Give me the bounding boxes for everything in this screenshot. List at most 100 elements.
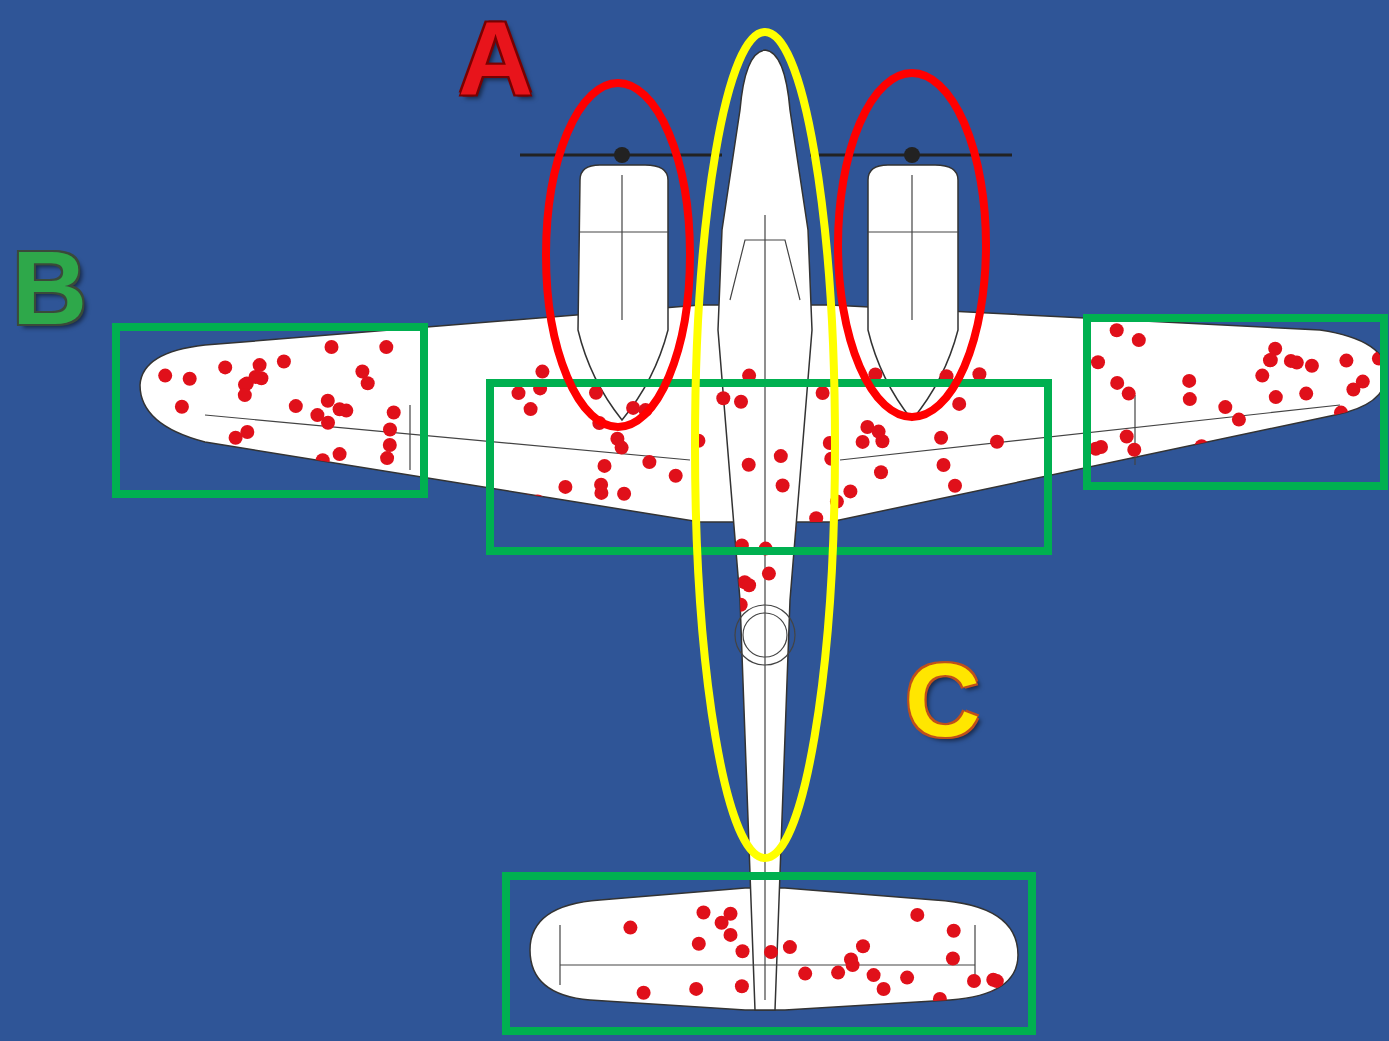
bullet-hole [872, 425, 886, 439]
bullet-hole [1340, 441, 1354, 455]
bullet-hole [512, 386, 526, 400]
bullet-hole [1334, 406, 1348, 420]
plane-body [140, 50, 1387, 1010]
bullet-hole [809, 511, 823, 525]
bullet-hole [874, 465, 888, 479]
bullet-hole [589, 386, 603, 400]
bullet-hole [531, 494, 545, 508]
bullet-hole [548, 519, 562, 533]
bullet-hole [379, 340, 393, 354]
bullet-hole [764, 945, 778, 959]
bullet-hole [986, 973, 1000, 987]
bullet-hole [240, 425, 254, 439]
bullet-hole [897, 529, 911, 543]
bullet-hole [339, 404, 353, 418]
bullet-hole [623, 921, 637, 935]
bullet-hole [1269, 390, 1283, 404]
bullet-hole [1263, 353, 1277, 367]
bullet-hole [637, 986, 651, 1000]
bullet-hole [1305, 359, 1319, 373]
bullet-hole [383, 438, 397, 452]
bullet-hole [904, 519, 918, 533]
bullet-hole [716, 391, 730, 405]
bullet-hole [692, 937, 706, 951]
region-letter: A [458, 6, 533, 110]
bullet-hole [1110, 323, 1124, 337]
bullet-hole [855, 516, 869, 530]
bullet-hole [380, 451, 394, 465]
bullet-hole [877, 982, 891, 996]
bullet-hole [1120, 430, 1134, 444]
propeller-hubs [614, 147, 920, 163]
bullet-hole [175, 400, 189, 414]
bullet-hole [1005, 905, 1019, 919]
bullet-hole [143, 453, 157, 467]
bullet-hole [774, 449, 788, 463]
bullet-hole [1132, 333, 1146, 347]
region-letter: C [905, 648, 980, 752]
bullet-hole [1218, 400, 1232, 414]
bullet-hole [1094, 440, 1108, 454]
bullet-hole [333, 447, 347, 461]
bullet-hole [325, 340, 339, 354]
bullet-hole [1182, 374, 1196, 388]
bullet-hole [952, 397, 966, 411]
bullet-hole [1195, 439, 1209, 453]
bullet-hole [846, 958, 860, 972]
bullet-hole [238, 388, 252, 402]
bullet-hole [1315, 437, 1329, 451]
bullet-hole [524, 402, 538, 416]
bullet-hole [1091, 355, 1105, 369]
bullet-hole [933, 992, 947, 1006]
bullet-hole [856, 435, 870, 449]
bullet-hole [1122, 387, 1136, 401]
bullet-hole [289, 399, 303, 413]
bullet-hole [183, 372, 197, 386]
bullet-hole [1284, 354, 1298, 368]
bullet-hole [316, 453, 330, 467]
bullet-hole [736, 944, 750, 958]
bullet-hole [697, 906, 711, 920]
bullet-hole [935, 509, 949, 523]
bullet-hole [158, 369, 172, 383]
bullet-hole [617, 487, 631, 501]
bullet-hole [689, 982, 703, 996]
bullet-hole [989, 525, 1003, 539]
bullet-hole [937, 458, 951, 472]
bullet-hole [587, 528, 601, 542]
bullet-hole [831, 966, 845, 980]
bullet-hole [642, 455, 656, 469]
bullet-hole [387, 406, 401, 420]
bullet-hole [1127, 443, 1141, 457]
bullet-hole [900, 971, 914, 985]
propellers [520, 154, 1012, 157]
bullet-hole [1270, 443, 1284, 457]
bullet-hole [783, 940, 797, 954]
region-marks [116, 32, 1384, 1031]
bullet-hole [742, 458, 756, 472]
bullet-hole [843, 484, 857, 498]
bullet-hole [948, 479, 962, 493]
bullet-hole [1232, 413, 1246, 427]
bullet-hole [735, 979, 749, 993]
bullet-hole [249, 370, 263, 384]
bullet-hole [525, 899, 539, 913]
bullet-hole [626, 401, 640, 415]
bullet-hole [715, 916, 729, 930]
bullet-hole [277, 355, 291, 369]
bullet-hole [986, 532, 1000, 546]
bullet-hole [1356, 375, 1370, 389]
bullet-hole [1264, 353, 1278, 367]
bullet-hole [594, 478, 608, 492]
bullet-hole [1339, 354, 1353, 368]
bullet-hole [742, 578, 756, 592]
bullet-hole [1299, 387, 1313, 401]
bullet-hole [1255, 369, 1269, 383]
bullet-hole [1110, 376, 1124, 390]
bullet-hole [776, 479, 790, 493]
region-letter: B [12, 236, 87, 340]
bullet-hole [987, 991, 1001, 1005]
bullet-hole [218, 360, 232, 374]
bullet-hole [615, 441, 629, 455]
